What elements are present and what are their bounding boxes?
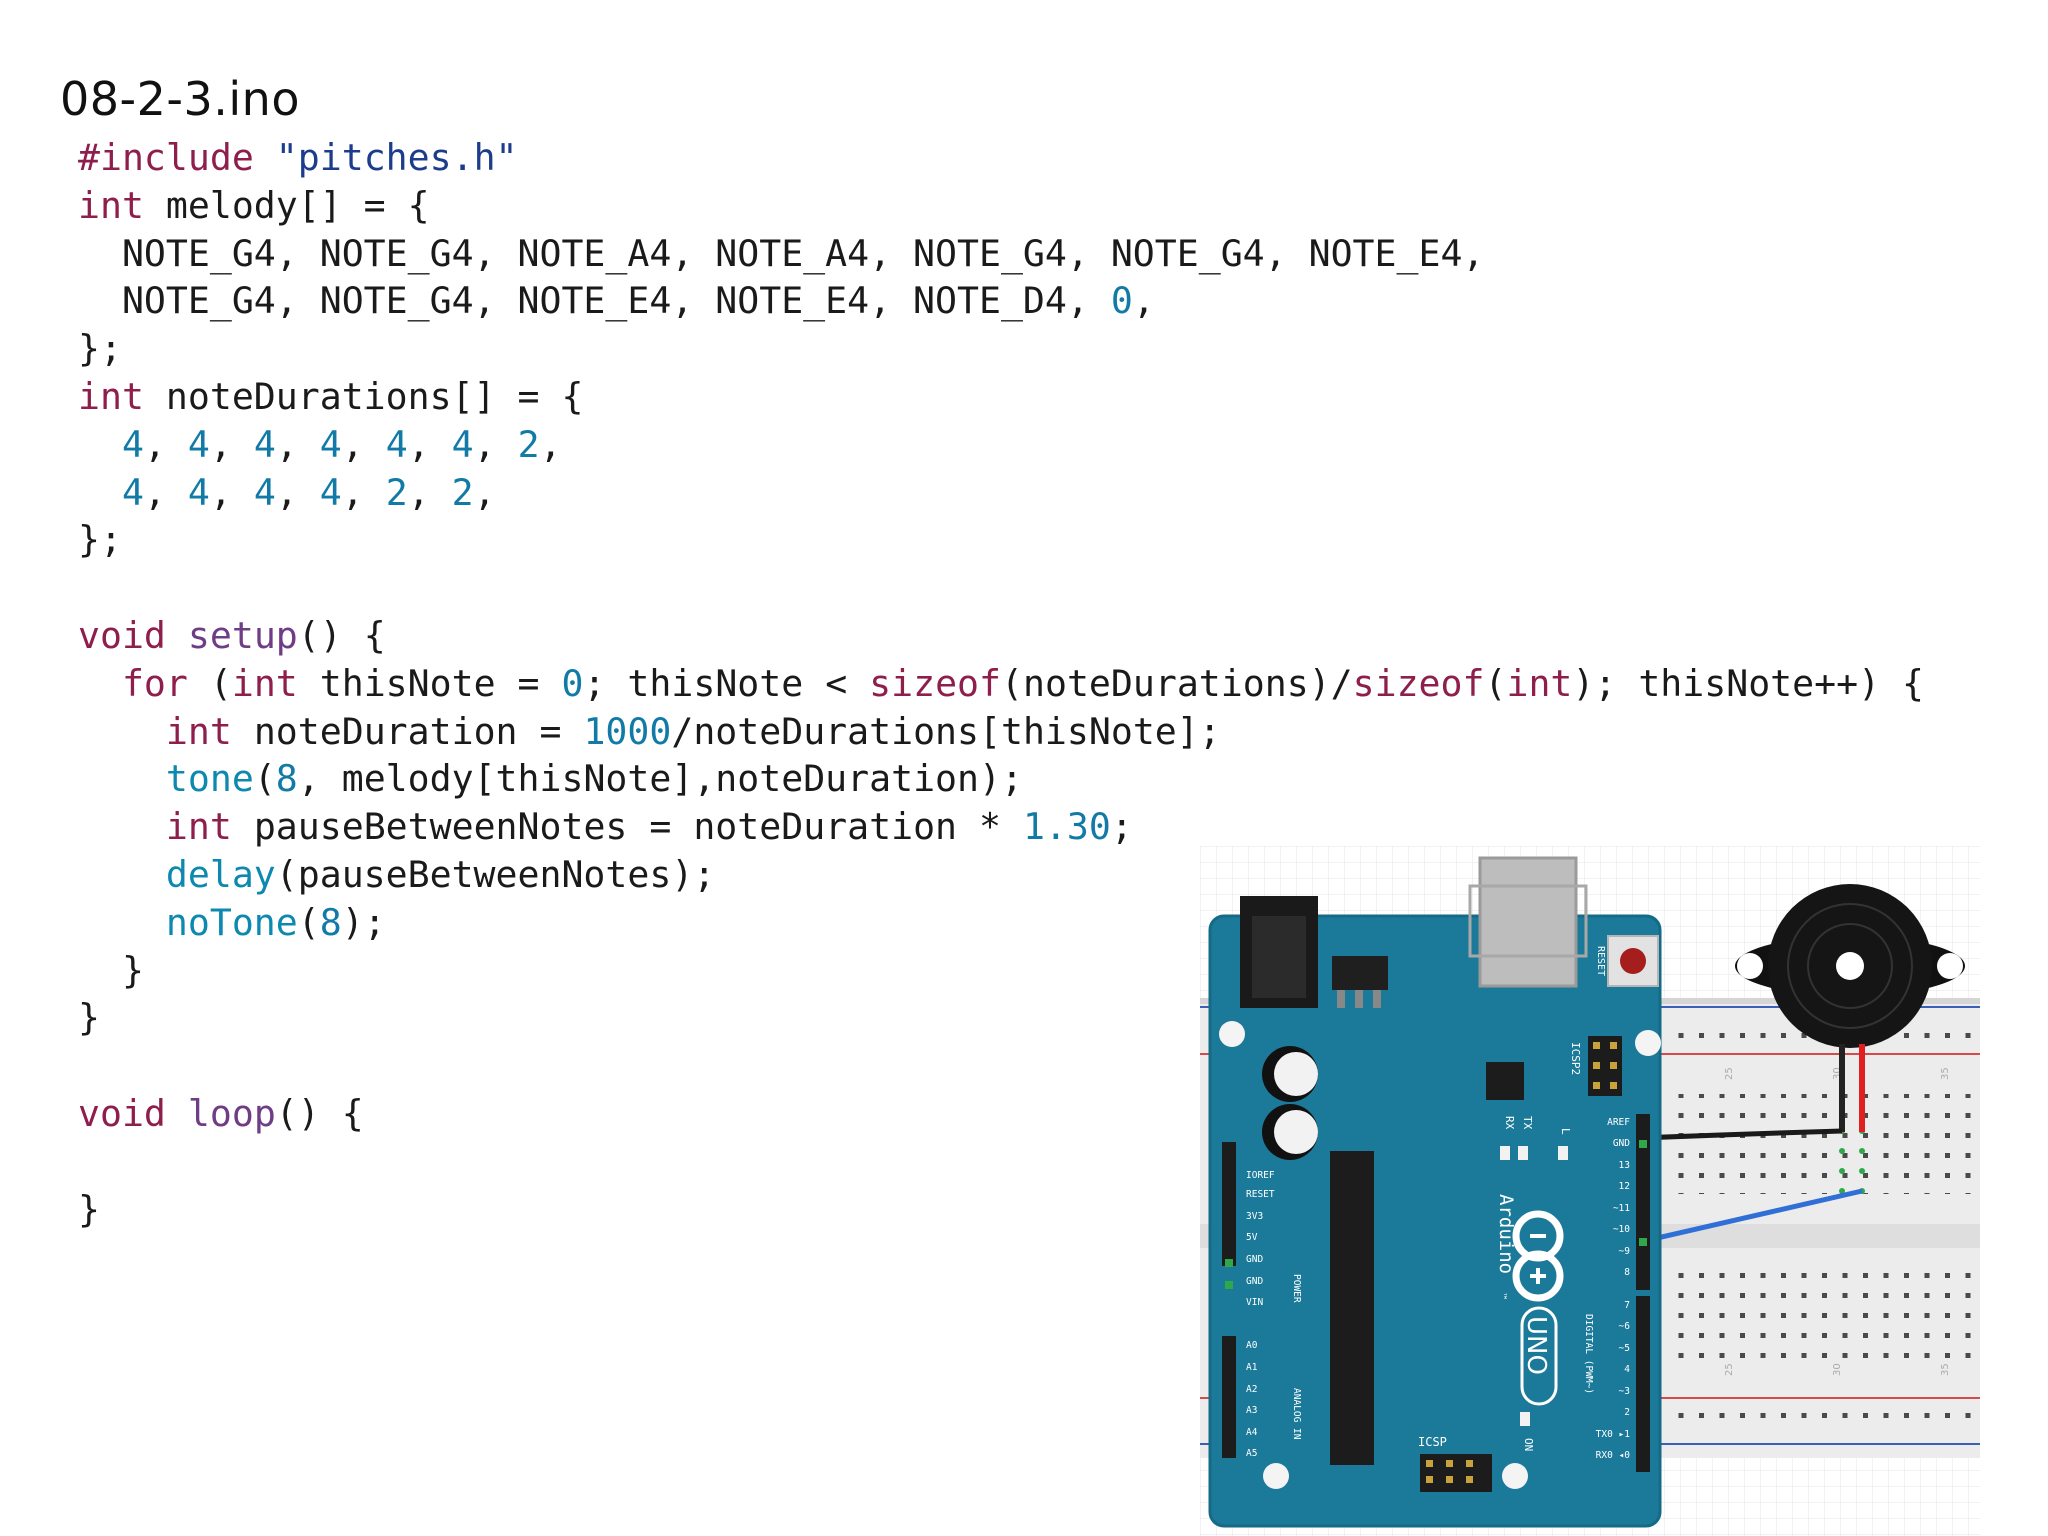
svg-text:~5: ~5	[1619, 1343, 1630, 1354]
code-line-5: };	[78, 327, 122, 371]
svg-text:TX0 ▸1: TX0 ▸1	[1596, 1429, 1631, 1440]
file-title: 08-2-3.ino	[60, 72, 300, 126]
code-line-3: NOTE_G4, NOTE_G4, NOTE_A4, NOTE_A4, NOTE…	[78, 231, 1485, 275]
svg-text:A1: A1	[1246, 1362, 1258, 1373]
code-line-13: int noteDuration = 1000/noteDurations[th…	[165, 709, 1221, 753]
arduino-logo-icon	[1512, 1210, 1564, 1302]
pin8-wire	[1639, 1188, 1863, 1245]
svg-text:GND: GND	[1246, 1276, 1263, 1287]
svg-text:~10: ~10	[1613, 1224, 1630, 1235]
code-line-17: noTone(8);	[165, 900, 386, 944]
svg-text:3V3: 3V3	[1246, 1211, 1263, 1222]
svg-text:GND: GND	[1246, 1254, 1263, 1265]
code-line-23: }	[78, 1187, 100, 1231]
code-line-9: };	[78, 518, 122, 562]
svg-text:~6: ~6	[1619, 1321, 1631, 1332]
digital-label: DIGITAL (PWM~)	[1583, 1314, 1594, 1394]
svg-text:4: 4	[1624, 1364, 1630, 1375]
reset-label: RESET	[1595, 946, 1606, 976]
power-pin-labels: IOREF RESET 3V3 5V GND GND VIN	[1246, 1170, 1275, 1308]
l-label: L	[1559, 1128, 1572, 1135]
gnd-wire	[1639, 1128, 1843, 1141]
breadboard-col-label-35: 35	[1940, 1067, 1951, 1080]
svg-text:IOREF: IOREF	[1246, 1170, 1275, 1181]
code-line-15: int pauseBetweenNotes = noteDuration * 1…	[165, 805, 1133, 849]
usb-connector	[1478, 856, 1578, 988]
code-line-19: }	[78, 996, 100, 1040]
breadboard-col-label-30b: 30	[1832, 1363, 1843, 1376]
code-block: #include "pitches.h" int melody[] = { NO…	[78, 134, 1924, 1233]
svg-text:A5: A5	[1246, 1448, 1257, 1459]
icsp-label: ICSP	[1418, 1435, 1447, 1449]
code-line-16: delay(pauseBetweenNotes);	[165, 852, 716, 896]
svg-text:A0: A0	[1246, 1340, 1258, 1351]
svg-text:RESET: RESET	[1246, 1189, 1275, 1200]
breadboard-col-label-35b: 35	[1940, 1363, 1951, 1376]
svg-text:12: 12	[1619, 1181, 1630, 1192]
code-line-7: 4, 4, 4, 4, 4, 4, 2,	[121, 422, 562, 466]
analog-label: ANALOG IN	[1291, 1388, 1302, 1440]
code-line-21: void loop() {	[78, 1091, 364, 1135]
svg-text:~3: ~3	[1619, 1386, 1630, 1397]
tx-label: TX	[1521, 1116, 1534, 1130]
svg-text:A4: A4	[1246, 1427, 1258, 1438]
power-label: POWER	[1291, 1274, 1302, 1303]
microcontroller	[1330, 1151, 1374, 1465]
model-label: UNO	[1521, 1316, 1551, 1375]
brand-label: Arduino	[1495, 1194, 1517, 1274]
svg-text:VIN: VIN	[1246, 1297, 1263, 1308]
code-line-12: for (int thisNote = 0; thisNote < sizeof…	[121, 661, 1925, 705]
svg-text:~9: ~9	[1619, 1246, 1631, 1257]
code-line-6: int noteDurations[] = {	[78, 374, 584, 418]
code-line-11: void setup() {	[78, 613, 386, 657]
on-label: ON	[1522, 1438, 1535, 1451]
analog-pin-labels: A0 A1 A2 A3 A4 A5	[1246, 1340, 1258, 1459]
piezo-buzzer	[1735, 884, 1965, 1132]
svg-text:~11: ~11	[1613, 1203, 1630, 1214]
svg-text:A2: A2	[1246, 1384, 1257, 1395]
breadboard-col-label-25: 25	[1724, 1067, 1735, 1080]
digital-pin-labels-top: AREF GND 13 12 ~11 ~10 ~9 8	[1607, 1117, 1630, 1278]
breadboard-col-label-25b: 25	[1724, 1363, 1735, 1376]
svg-text:2: 2	[1624, 1407, 1630, 1418]
svg-text:13: 13	[1619, 1160, 1630, 1171]
code-line-4: NOTE_G4, NOTE_G4, NOTE_E4, NOTE_E4, NOTE…	[78, 279, 1155, 323]
svg-text:7: 7	[1624, 1300, 1630, 1311]
svg-text:5V: 5V	[1246, 1232, 1258, 1243]
code-line-1: #include "pitches.h"	[78, 136, 518, 179]
svg-text:GND: GND	[1613, 1138, 1630, 1149]
brand-tm: ™	[1497, 1292, 1507, 1301]
code-line-14: tone(8, melody[thisNote],noteDuration);	[165, 757, 1023, 801]
svg-text:AREF: AREF	[1607, 1117, 1630, 1128]
code-line-2: int melody[] = {	[78, 183, 430, 227]
breadboard-col-label-30: 30	[1832, 1067, 1843, 1080]
code-line-18: }	[78, 948, 144, 992]
svg-text:8: 8	[1624, 1267, 1630, 1278]
svg-text:A3: A3	[1246, 1405, 1257, 1416]
icsp2-label: ICSP2	[1569, 1042, 1582, 1075]
circuit-figure: 25 30 35 25 30 35	[1200, 846, 1980, 1536]
arduino-board: RESET ICSP2 ICSP TX RX L ON	[1208, 856, 1662, 1528]
rx-label: RX	[1503, 1116, 1516, 1130]
code-line-8: 4, 4, 4, 4, 2, 2,	[121, 470, 496, 514]
digital-pin-labels-bottom: 7 ~6 ~5 4 ~3 2 TX0 ▸1 RX0 ◂0	[1596, 1300, 1631, 1461]
svg-text:RX0 ◂0: RX0 ◂0	[1596, 1450, 1631, 1461]
